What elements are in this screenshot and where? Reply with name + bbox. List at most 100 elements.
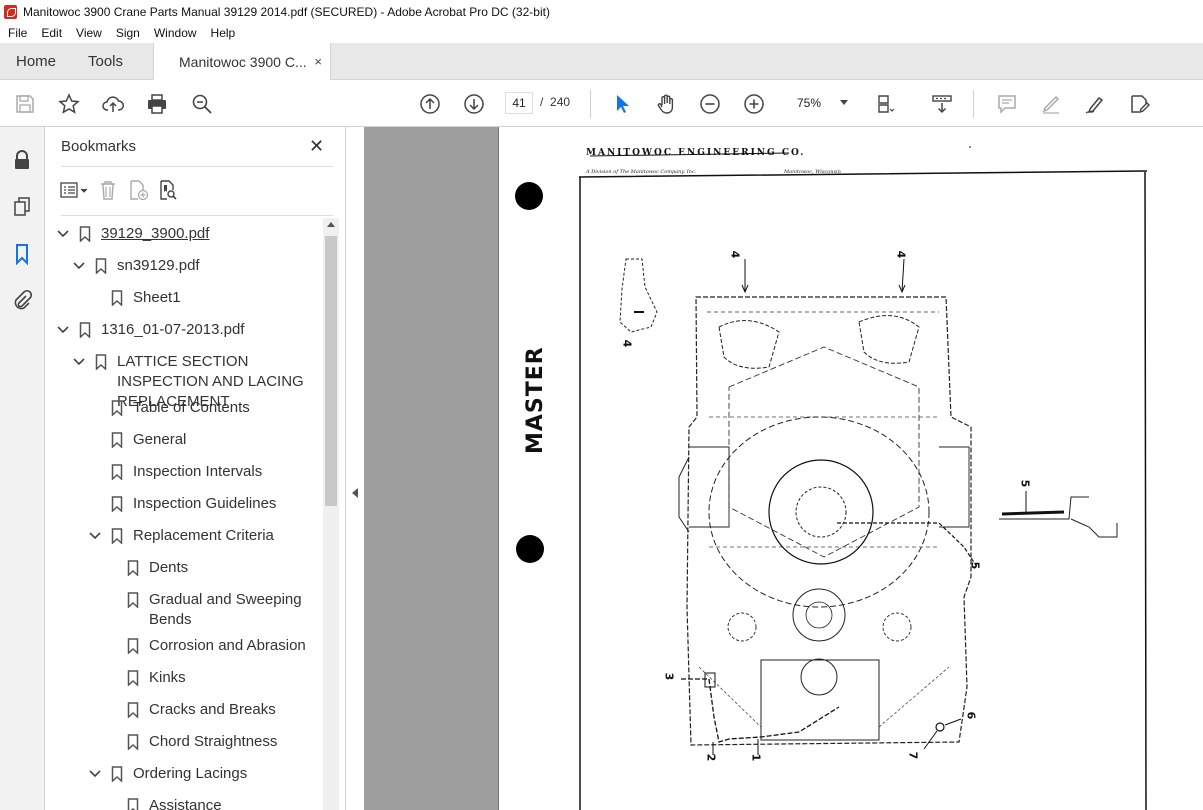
zoom-in-icon[interactable]	[742, 92, 766, 116]
bookmark-item[interactable]: Inspection Guidelines	[45, 494, 323, 516]
bookmarks-panel: Bookmarks ✕ 39129_3900.pdf sn39129.pdf	[45, 127, 345, 810]
chevron-down-icon[interactable]	[89, 526, 101, 546]
zoom-out-icon[interactable]	[698, 92, 722, 116]
bookmark-label[interactable]: 1316_01-07-2013.pdf	[101, 321, 245, 338]
document-viewport[interactable]: MANITOWOC ENGINEERING CO. A Division of …	[364, 127, 1203, 810]
save-icon[interactable]	[13, 92, 37, 116]
menu-edit[interactable]: Edit	[41, 26, 63, 40]
attachment-paperclip-icon[interactable]	[10, 288, 34, 312]
menu-file[interactable]: File	[8, 26, 28, 40]
close-icon[interactable]: ✕	[309, 136, 325, 156]
menu-help[interactable]: Help	[210, 26, 236, 40]
menu-window[interactable]: Window	[153, 26, 197, 40]
tab-document[interactable]: Manitowoc 3900 C... ×	[153, 43, 331, 81]
bookmark-item[interactable]: Table of Contents	[45, 398, 323, 420]
select-pointer-icon[interactable]	[610, 92, 634, 116]
bookmark-icon	[111, 290, 123, 307]
previous-page-icon[interactable]	[418, 92, 442, 116]
bookmark-label[interactable]: Replacement Criteria	[133, 527, 274, 544]
comment-icon[interactable]	[995, 92, 1019, 116]
page-fit-icon[interactable]	[874, 92, 898, 116]
edit-pdf-icon[interactable]	[1127, 92, 1151, 116]
star-icon[interactable]	[57, 92, 81, 116]
bookmark-item[interactable]: Cracks and Breaks	[45, 700, 323, 722]
highlight-pen-icon[interactable]	[1039, 92, 1063, 116]
bookmark-item[interactable]: Corrosion and Abrasion	[45, 636, 323, 658]
bookmark-item[interactable]: 1316_01-07-2013.pdf	[45, 320, 323, 342]
bookmark-icon	[127, 560, 139, 577]
callout-label: 5	[968, 561, 982, 570]
bookmark-label[interactable]: Assistance	[149, 797, 222, 810]
bookmark-item[interactable]: Replacement Criteria	[45, 526, 323, 548]
new-bookmark-icon[interactable]	[123, 177, 153, 203]
hand-tool-icon[interactable]	[654, 92, 678, 116]
bookmark-label[interactable]: sn39129.pdf	[117, 257, 200, 274]
bookmark-item[interactable]: Gradual and Sweeping Bends	[45, 590, 323, 632]
toolbar-divider	[590, 90, 591, 118]
bookmark-label[interactable]: LATTICE SECTION INSPECTION AND LACING RE…	[117, 353, 304, 410]
collapse-panel-arrow-icon[interactable]	[352, 488, 358, 498]
next-page-icon[interactable]	[462, 92, 486, 116]
lock-icon[interactable]	[10, 148, 34, 172]
bookmark-icon	[79, 226, 91, 243]
bookmark-item[interactable]: Kinks	[45, 668, 323, 690]
scrollbar-thumb[interactable]	[325, 236, 337, 506]
bookmark-label[interactable]: General	[133, 431, 187, 448]
bookmark-label[interactable]: Corrosion and Abrasion	[149, 637, 306, 654]
bookmark-label[interactable]: Inspection Guidelines	[133, 495, 277, 512]
panel-splitter[interactable]	[345, 127, 364, 810]
scroll-up-arrow-icon[interactable]	[327, 222, 335, 227]
delete-trash-icon[interactable]	[93, 177, 123, 203]
bookmark-item[interactable]: General	[45, 430, 323, 452]
bookmark-label[interactable]: Kinks	[149, 669, 186, 686]
bookmark-icon	[95, 258, 107, 275]
chevron-down-icon	[840, 100, 848, 105]
bookmark-label[interactable]: Table of Contents	[133, 399, 250, 416]
bookmark-label[interactable]: Inspection Intervals	[133, 463, 263, 480]
bookmark-label[interactable]: Cracks and Breaks	[149, 701, 276, 718]
bookmark-item[interactable]: Inspection Intervals	[45, 462, 323, 484]
chevron-down-icon[interactable]	[57, 224, 69, 244]
bookmark-options-icon[interactable]	[59, 177, 89, 203]
bookmark-item[interactable]: Chord Straightness	[45, 732, 323, 754]
upload-cloud-icon[interactable]	[101, 92, 125, 116]
bookmark-item[interactable]: Ordering Lacings	[45, 764, 323, 786]
bookmark-label[interactable]: Dents	[149, 559, 189, 576]
bookmark-item[interactable]: Dents	[45, 558, 323, 580]
print-icon[interactable]	[145, 92, 169, 116]
menu-view[interactable]: View	[76, 26, 102, 40]
bookmarks-scrollbar[interactable]	[323, 218, 339, 810]
panel-divider	[61, 166, 333, 167]
bookmark-item[interactable]: sn39129.pdf	[45, 256, 323, 278]
scrolling-mode-icon[interactable]	[930, 92, 954, 116]
bookmark-item[interactable]: Sheet1	[45, 288, 323, 310]
tab-bar: Home Tools Manitowoc 3900 C... ×	[0, 43, 1203, 81]
menu-sign[interactable]: Sign	[115, 26, 140, 40]
callout-label: 4	[894, 250, 908, 259]
tab-close-icon[interactable]: ×	[314, 54, 322, 69]
chevron-down-icon[interactable]	[73, 256, 85, 276]
bookmark-label[interactable]: Ordering Lacings	[133, 765, 248, 782]
zoom-level-select[interactable]: 75%	[790, 92, 854, 114]
tab-home[interactable]: Home	[16, 53, 57, 70]
bookmark-label[interactable]: Sheet1	[133, 289, 181, 306]
bookmark-icon	[111, 432, 123, 449]
page-thumbnails-icon[interactable]	[10, 195, 34, 219]
zoom-search-icon[interactable]	[190, 92, 214, 116]
find-bookmark-icon[interactable]	[153, 177, 183, 203]
bookmark-label[interactable]: Gradual and Sweeping Bends	[149, 591, 302, 628]
crane-base-drawing	[515, 146, 1148, 810]
bookmark-label[interactable]: 39129_3900.pdf	[101, 225, 210, 242]
bookmark-item[interactable]: Assistance	[45, 796, 323, 810]
bookmark-panel-icon[interactable]	[10, 242, 34, 266]
bookmark-label[interactable]: Chord Straightness	[149, 733, 278, 750]
bookmark-item[interactable]: 39129_3900.pdf	[45, 224, 323, 246]
bookmark-icon	[95, 354, 107, 371]
fill-sign-icon[interactable]	[1083, 92, 1107, 116]
chevron-down-icon[interactable]	[73, 352, 85, 372]
tab-tools[interactable]: Tools	[88, 53, 124, 70]
chevron-down-icon[interactable]	[57, 320, 69, 340]
page-number-input[interactable]: 41	[505, 92, 533, 114]
bookmark-item[interactable]: LATTICE SECTION INSPECTION AND LACING RE…	[45, 352, 323, 410]
chevron-down-icon[interactable]	[89, 764, 101, 784]
